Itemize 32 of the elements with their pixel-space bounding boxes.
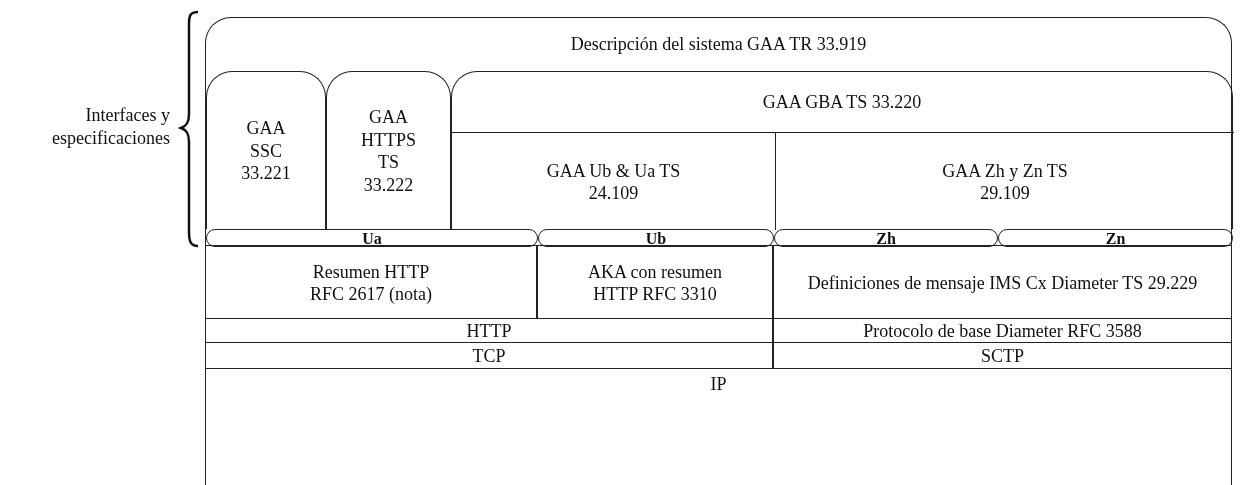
interface-label: Zh	[876, 231, 896, 247]
specification-panel	[205, 17, 1232, 246]
interface-label: Ua	[362, 231, 382, 247]
specification-text: Descripción del sistema GAA TR 33.919	[570, 33, 867, 56]
bracket-label: Interfaces y especificaciones	[51, 104, 170, 151]
specification-text: IP	[710, 372, 727, 396]
specification-text: GAA SSC 33.221	[240, 117, 292, 185]
interface-label: Zn	[1105, 231, 1126, 247]
specification-text: AKA con resumen HTTP RFC 3310	[587, 260, 723, 306]
specification-text: Resumen HTTP RFC 2617 (nota)	[309, 260, 433, 306]
protocol-box	[773, 245, 1232, 319]
protocol-layer	[773, 342, 1232, 369]
specification-text: SCTP	[981, 345, 1024, 368]
protocol-layer	[205, 342, 773, 369]
specification-text: GAA Ub & Ua TS 24.109	[545, 159, 682, 205]
specification-text: HTTP	[466, 320, 512, 343]
specification-text: GAA GBA TS 33.220	[762, 90, 922, 114]
protocol-box	[537, 245, 773, 319]
specification-text: Protocolo de base Diameter RFC 3588	[863, 320, 1142, 343]
protocol-layer	[205, 368, 1232, 485]
protocol-layer	[205, 318, 773, 343]
specification-text: GAA Zh y Zn TS 29.109	[941, 159, 1069, 205]
protocol-layer	[773, 318, 1232, 343]
specification-panel	[451, 71, 1233, 229]
specification-text: Definiciones de mensaje IMS Cx Diameter TS 29.229	[807, 271, 1198, 295]
specification-tab	[326, 71, 451, 229]
specification-text: TCP	[472, 345, 506, 368]
interface-label: Ub	[645, 231, 667, 247]
protocol-box	[205, 245, 537, 319]
specification-tab	[206, 71, 326, 229]
specification-text: GAA HTTPS TS 33.222	[360, 106, 417, 196]
specification-section	[775, 132, 1234, 230]
